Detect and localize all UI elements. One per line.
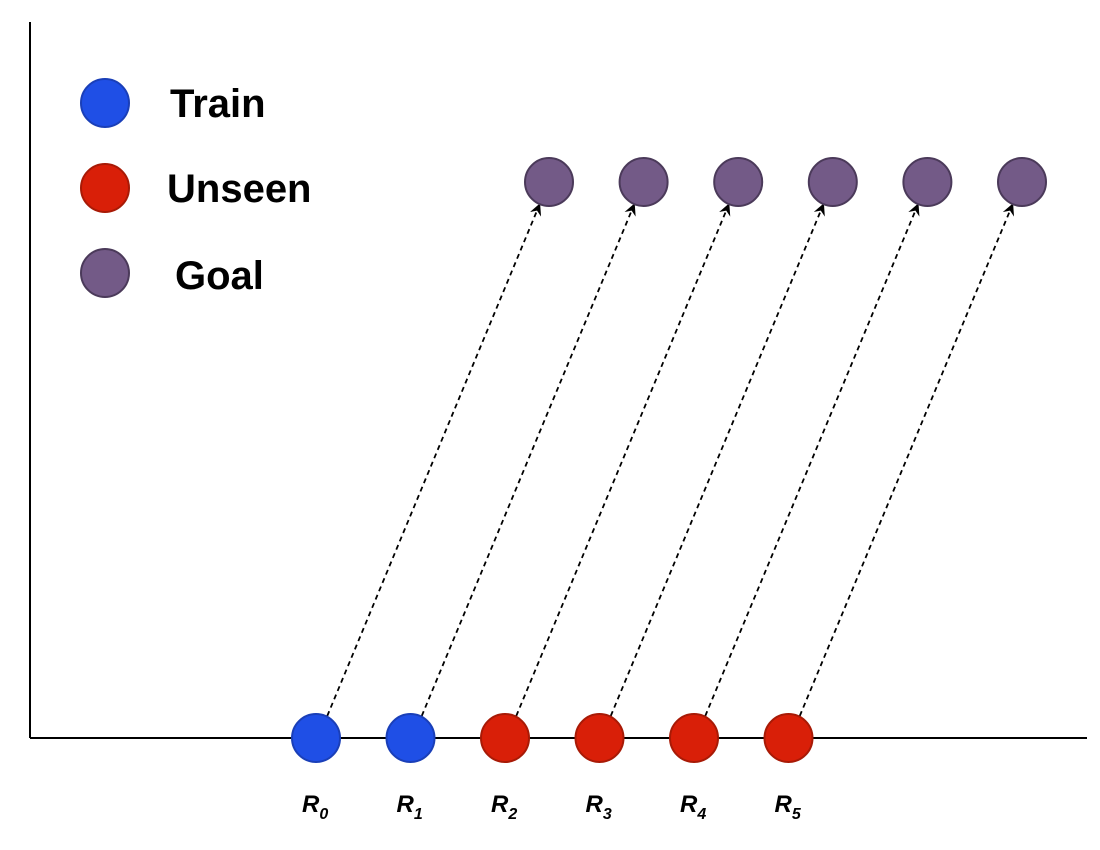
r-node-label-subscript: 1	[414, 806, 423, 823]
goal-node-0	[524, 157, 574, 207]
goal-node-1	[618, 157, 669, 207]
legend-item-unseen: Unseen	[80, 163, 312, 213]
mapping-arrow-2	[515, 203, 731, 717]
legend-label-goal: Goal	[175, 254, 264, 298]
legend-label-train: Train	[170, 82, 266, 126]
r-node-label-subscript: 0	[319, 806, 328, 823]
goal-nodes	[524, 157, 1047, 207]
legend-marker-unseen	[80, 163, 130, 213]
goal-node-3	[807, 157, 858, 207]
r-node-3-unseen	[574, 713, 625, 763]
r-node-4-unseen	[669, 713, 719, 763]
legend-marker-train	[80, 78, 130, 128]
r-node-1-train	[385, 713, 436, 763]
r-node-label-base: R	[302, 791, 320, 818]
goal-node-4	[902, 157, 953, 207]
r-node-label-base: R	[586, 791, 604, 818]
mapping-arrow-4	[704, 203, 920, 717]
mapping-arrows	[326, 203, 1015, 717]
mapping-arrow-5	[798, 203, 1015, 717]
r-node-label-subscript: 4	[696, 806, 706, 823]
mapping-arrow-3	[609, 203, 825, 717]
legend-label-unseen: Unseen	[167, 167, 312, 211]
r-node-label-0: R0	[302, 791, 328, 823]
r-nodes	[291, 713, 814, 763]
r-node-label-base: R	[775, 791, 793, 818]
goal-node-5	[997, 157, 1047, 207]
mapping-arrow-1	[420, 203, 636, 717]
r-node-label-base: R	[491, 791, 509, 818]
r-node-5-unseen	[763, 713, 814, 763]
r-node-label-5: R5	[775, 791, 802, 823]
r-node-label-subscript: 5	[792, 806, 802, 823]
r-node-0-train	[291, 713, 341, 763]
r-node-label-subscript: 2	[507, 806, 517, 823]
r-node-label-subscript: 3	[603, 806, 612, 823]
legend: Train Unseen Goal	[80, 78, 312, 298]
legend-item-goal: Goal	[80, 248, 264, 298]
r-node-label-base: R	[680, 791, 698, 818]
r-node-label-base: R	[397, 791, 415, 818]
r-node-label-1: R1	[397, 791, 423, 823]
legend-item-train: Train	[80, 78, 266, 128]
mapping-arrow-0	[326, 203, 542, 717]
legend-marker-goal	[80, 248, 130, 298]
r-node-label-2: R2	[491, 791, 517, 823]
goal-node-2	[713, 157, 764, 207]
r-node-label-3: R3	[586, 791, 612, 823]
r-node-2-unseen	[480, 713, 530, 763]
r-node-label-4: R4	[680, 791, 706, 823]
